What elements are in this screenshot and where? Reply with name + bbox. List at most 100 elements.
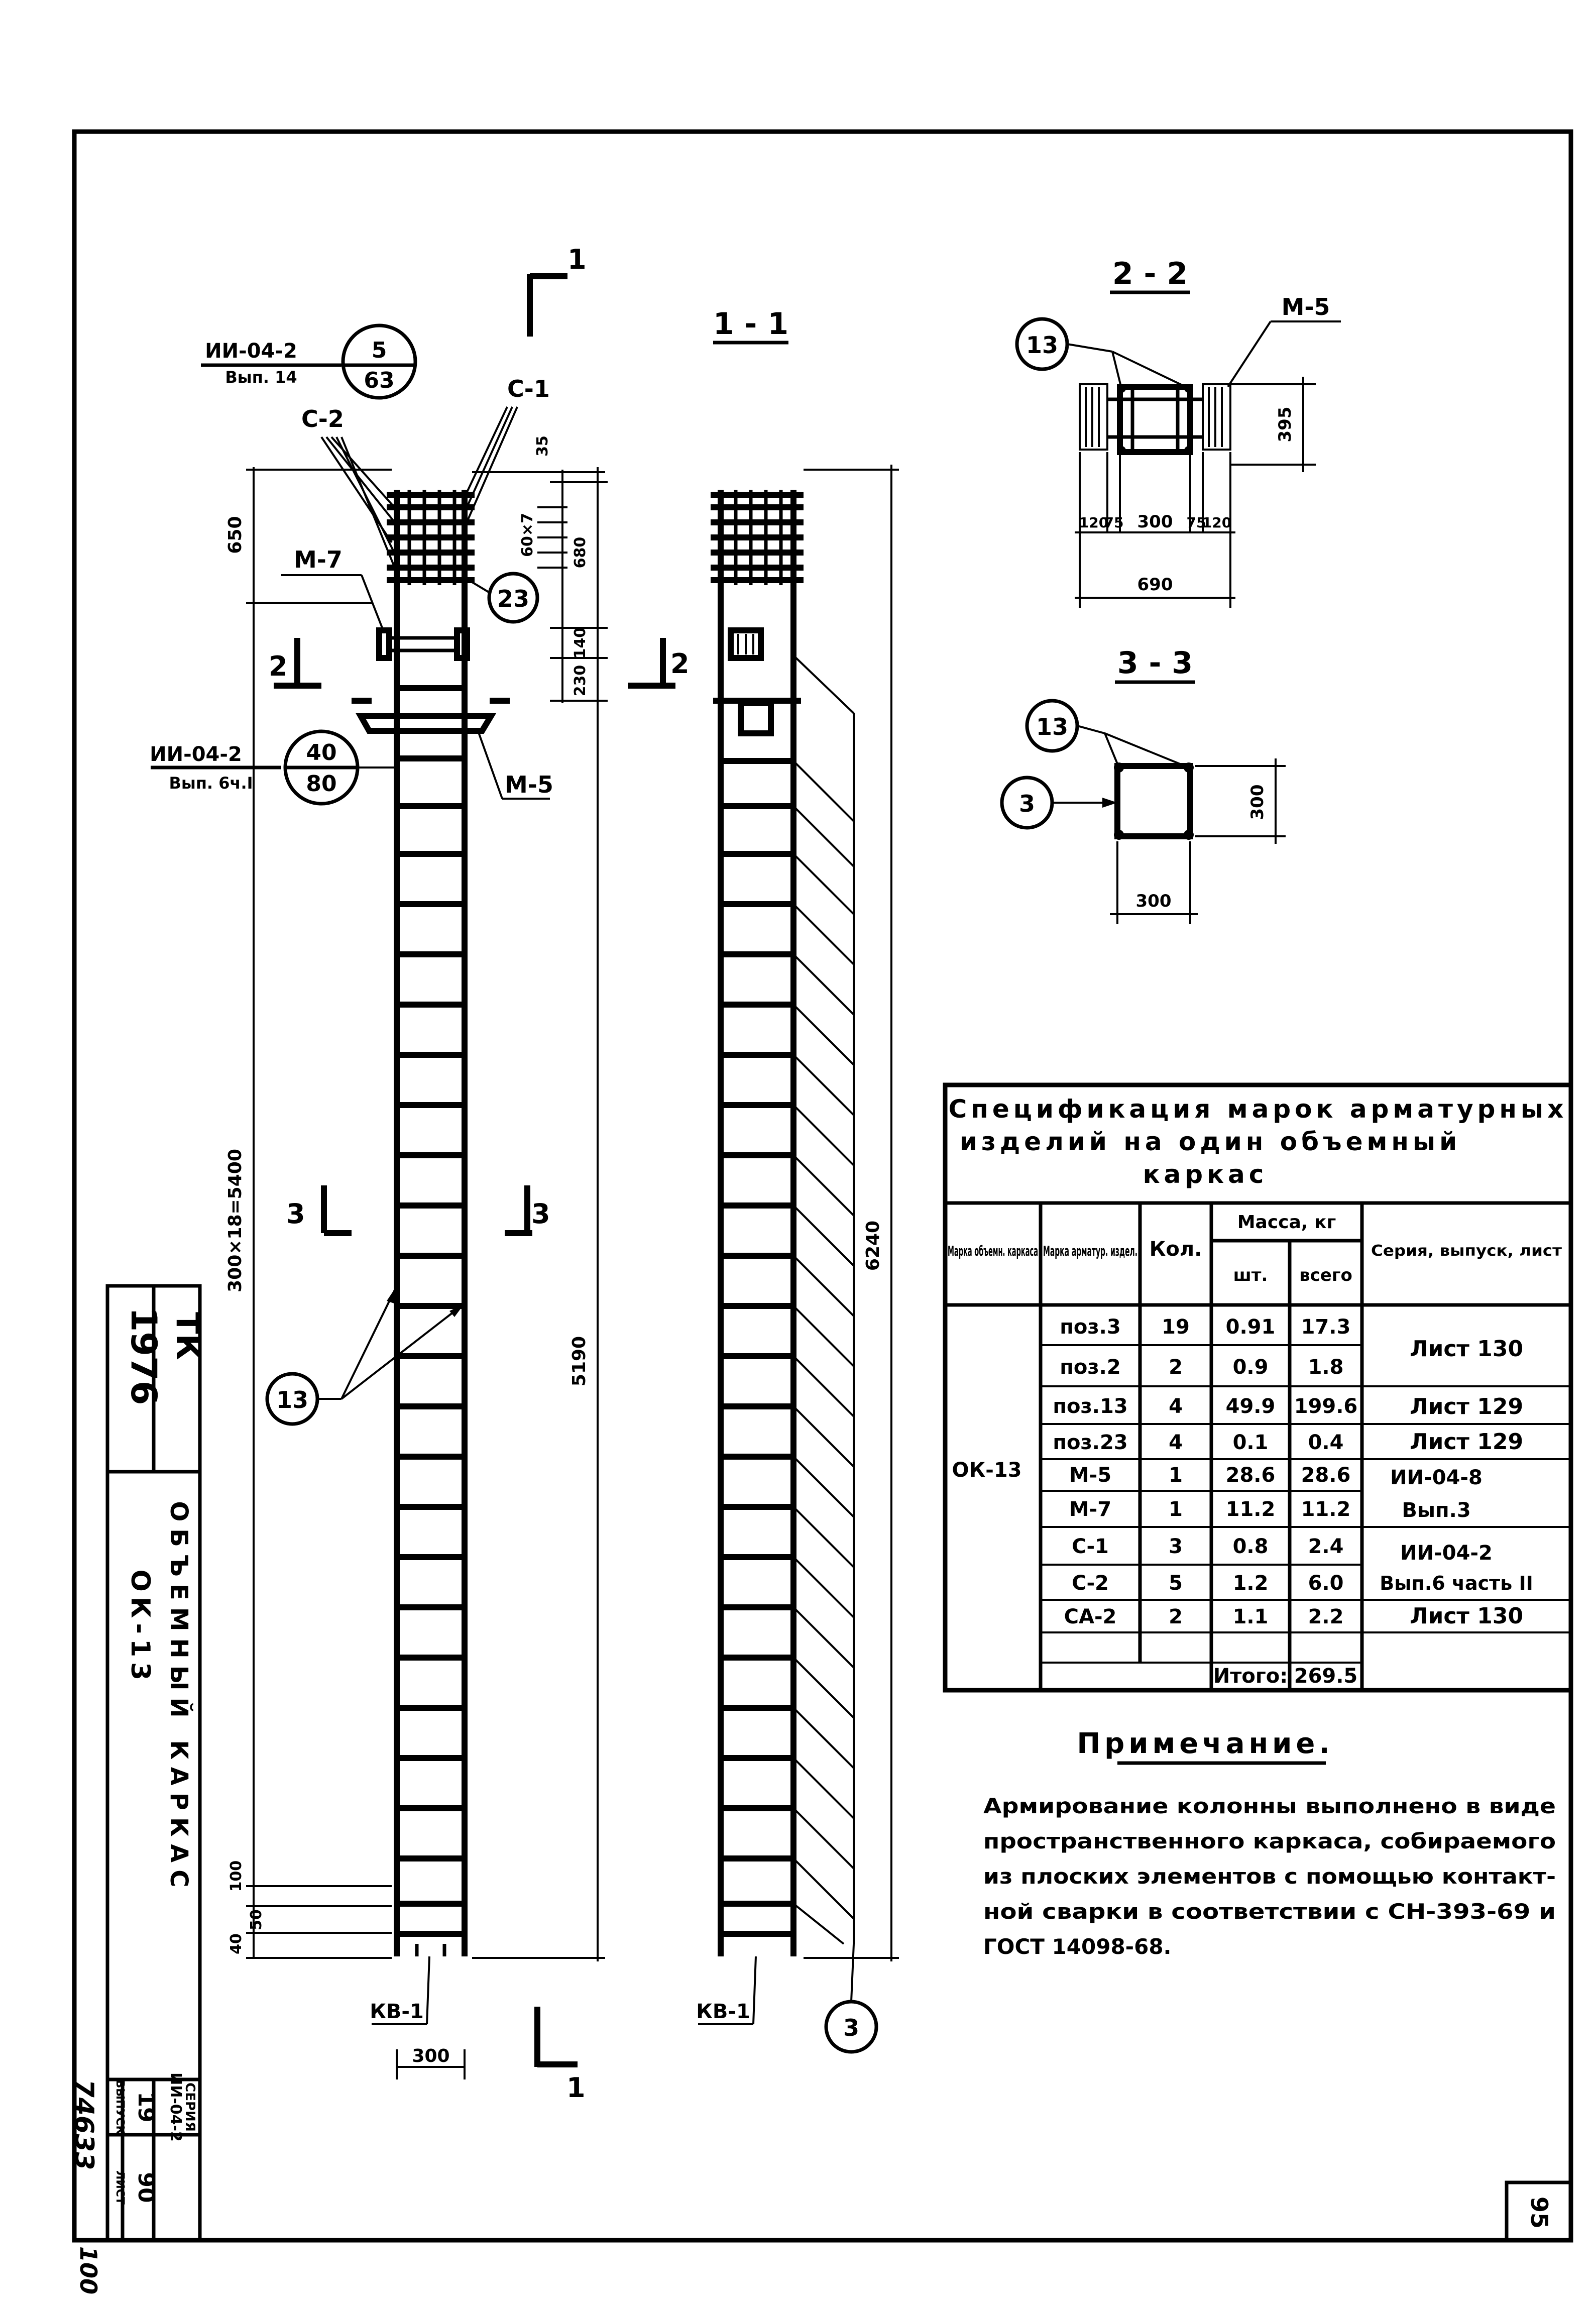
- drawing-title: ОБЪЕМНЫЙ КАРКАС: [165, 1501, 193, 1895]
- label-m7: М-7: [294, 546, 343, 573]
- spec-table: Спецификация марок арматурных изделий на…: [943, 1082, 1573, 1693]
- svg-text:3: 3: [531, 1198, 550, 1230]
- ref-mid-num: 40: [306, 740, 336, 765]
- stamp-org: ТК: [169, 1312, 206, 1360]
- row-6-mark: С-1: [1072, 1535, 1109, 1558]
- row-0-total: 17.3: [1301, 1316, 1351, 1339]
- row-3-mark: поз.23: [1053, 1431, 1127, 1454]
- ref-mid: ИИ-04-2 Вып. 6ч.I 40 80: [150, 729, 397, 806]
- svg-text:3: 3: [286, 1198, 305, 1230]
- ref-top: ИИ-04-2 Вып. 14 5 63: [201, 323, 417, 400]
- dim-60x7: 60×7: [519, 513, 536, 557]
- note: Примечание. Армирование колонны выполнен…: [983, 1727, 1556, 1959]
- page-number-box: [1505, 2180, 1573, 2242]
- svg-text:1: 1: [566, 2072, 586, 2104]
- row-2-total: 199.6: [1294, 1395, 1358, 1418]
- row-2-mark: поз.13: [1053, 1395, 1127, 1418]
- bottom-number: 100: [75, 2246, 102, 2294]
- row-6-unit: 0.8: [1233, 1535, 1269, 1558]
- note-line-4: ГОСТ 14098-68.: [983, 1934, 1172, 1959]
- ref-mid-vyp: Вып. 6ч.I: [169, 774, 253, 793]
- row-3-unit: 0.1: [1233, 1431, 1269, 1454]
- row-8-qty: 2: [1169, 1605, 1183, 1628]
- page-number: 95: [1526, 2197, 1553, 2229]
- row-7-qty: 5: [1169, 1572, 1183, 1595]
- ref-5: ИИ-04-2: [1400, 1542, 1493, 1565]
- dim-40: 40: [227, 1933, 245, 1954]
- label-c1: С-1: [507, 375, 550, 402]
- svg-text:2: 2: [269, 650, 288, 682]
- section-2-2: 2 - 2 13 М-5 395: [1015, 256, 1341, 608]
- ref-mid-den: 80: [306, 771, 336, 797]
- hdr-kol: Кол.: [1150, 1238, 1202, 1261]
- label-c2: С-2: [301, 405, 344, 432]
- row-0-qty: 19: [1162, 1316, 1190, 1339]
- row-1-qty: 2: [1169, 1356, 1183, 1379]
- callout-13-s33-text: 13: [1036, 713, 1068, 740]
- handwritten-number: 74633: [69, 2079, 99, 2170]
- svg-text:2: 2: [670, 648, 690, 680]
- row-2-unit: 49.9: [1226, 1395, 1276, 1418]
- row-6-total: 2.4: [1308, 1535, 1344, 1558]
- dim-spacing: 300×18=5400: [225, 1149, 246, 1292]
- dim-left: 650 300×18=5400 100 50 40: [225, 467, 392, 1959]
- dim-6240: 6240: [863, 1221, 883, 1271]
- row-2-qty: 4: [1169, 1395, 1183, 1418]
- label-kv1-section: КВ-1: [696, 2000, 750, 2023]
- dim-right-main: 35 60×7 680 140 230 5190: [472, 435, 608, 1961]
- vypusk-value: 19: [133, 2092, 159, 2122]
- dim-s22-total: 690: [1137, 575, 1173, 595]
- row-0-mark: поз.3: [1060, 1316, 1120, 1339]
- ref-top-vyp: Вып. 14: [225, 368, 297, 387]
- series-value: ИИ-04-2: [167, 2072, 184, 2142]
- section-2-2-title: 2 - 2: [1112, 256, 1188, 291]
- note-line-0: Армирование колонны выполнено в виде: [983, 1794, 1556, 1818]
- group-mark: ОК-13: [952, 1459, 1022, 1482]
- section-marker-1-top: 1: [527, 244, 587, 337]
- dim-100: 100: [227, 1860, 245, 1892]
- row-4-qty: 1: [1169, 1464, 1183, 1487]
- note-line-1: пространственного каркаса, собираемого: [983, 1829, 1556, 1853]
- row-7-unit: 1.2: [1233, 1572, 1269, 1595]
- row-8-unit: 1.1: [1233, 1605, 1269, 1628]
- spec-title-line1: Спецификация марок арматурных: [949, 1094, 1568, 1124]
- title-block: ТК 1976 ОБЪЕМНЫЙ КАРКАС ОК-13 СЕРИЯ ИИ-0…: [105, 1284, 206, 2242]
- sheet-frame: [72, 129, 1573, 2243]
- callout-23: [487, 572, 539, 624]
- dim-395: 395: [1275, 407, 1295, 443]
- label-m5: М-5: [505, 771, 553, 798]
- row-1-total: 1.8: [1308, 1356, 1344, 1379]
- row-7-mark: С-2: [1072, 1572, 1109, 1595]
- main-elevation: [352, 490, 510, 1956]
- row-1-mark: поз.2: [1060, 1356, 1120, 1379]
- hdr-seriya: Серия, выпуск, лист: [1371, 1242, 1562, 1260]
- list-value: 90: [133, 2172, 159, 2203]
- section-3-3: 3 - 3 13 3 300 300: [1000, 645, 1286, 924]
- ref-4: Вып.3: [1402, 1499, 1470, 1522]
- dim-s33-side: 300: [1247, 785, 1268, 820]
- svg-text:1: 1: [567, 244, 587, 275]
- note-line-2: из плоских элементов с помощью контакт-: [983, 1864, 1556, 1889]
- ref-top-series: ИИ-04-2: [205, 340, 297, 363]
- top-mesh: [387, 490, 475, 585]
- row-6-qty: 3: [1169, 1535, 1183, 1558]
- spec-title-line3: каркас: [1143, 1160, 1268, 1189]
- callout-23-text: 23: [497, 585, 529, 612]
- callout-13-main-text: 13: [276, 1386, 308, 1413]
- section-3-3-title: 3 - 3: [1117, 645, 1193, 681]
- dim-140: 140: [572, 627, 589, 659]
- row-5-mark: М-7: [1069, 1498, 1111, 1521]
- drawing-mark: ОК-13: [125, 1570, 155, 1686]
- ref-1: Лист 129: [1410, 1394, 1523, 1419]
- dim-s22-2: 300: [1137, 512, 1173, 532]
- row-0-unit: 0.91: [1226, 1316, 1276, 1339]
- ref-top-num: 5: [372, 338, 387, 363]
- ref-2: Лист 129: [1410, 1429, 1523, 1455]
- hdr-marka-obj: Марка объемн. каркаса: [948, 1243, 1038, 1259]
- row-8-mark: СА-2: [1064, 1605, 1117, 1628]
- itogo-value: 269.5: [1294, 1665, 1358, 1688]
- dim-s22-0: 120: [1079, 514, 1108, 531]
- ref-7: Лист 130: [1410, 1603, 1523, 1629]
- row-3-qty: 4: [1169, 1431, 1183, 1454]
